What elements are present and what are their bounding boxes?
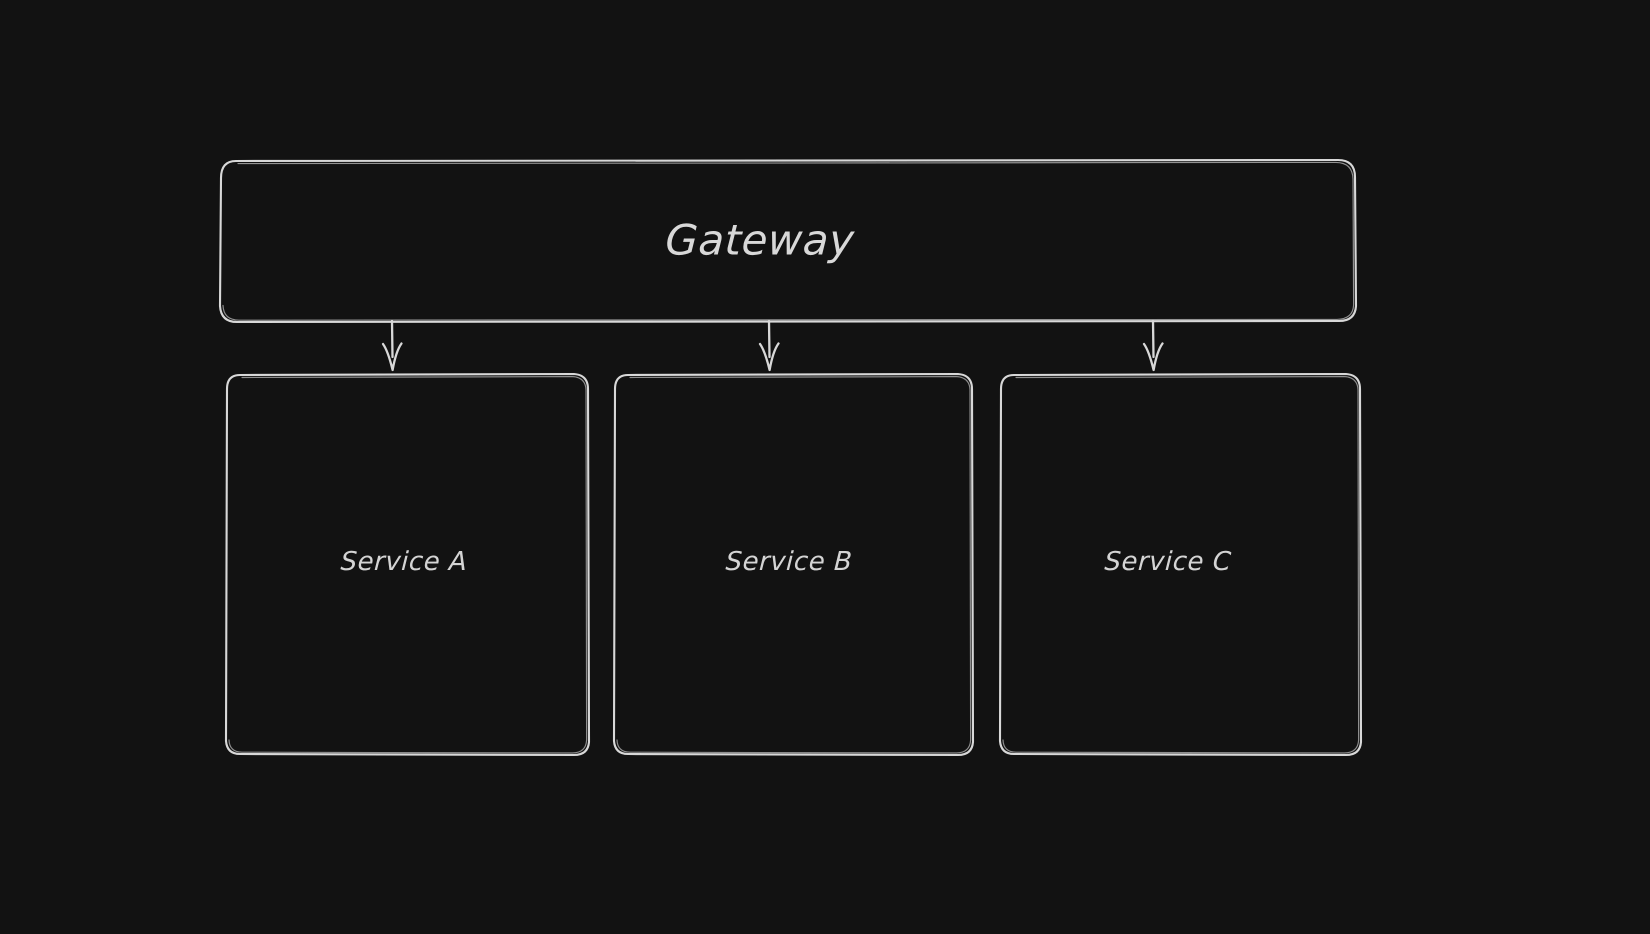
edge-gateway-service-a[interactable]: [381, 319, 403, 372]
node-service-b[interactable]: [614, 375, 973, 756]
edge-gateway-service-b[interactable]: [758, 319, 780, 372]
node-service-a[interactable]: [226, 375, 589, 756]
node-service-c[interactable]: [1000, 375, 1361, 756]
cluster-gateway[interactable]: [220, 160, 1356, 323]
edge-gateway-service-c[interactable]: [1142, 319, 1164, 372]
